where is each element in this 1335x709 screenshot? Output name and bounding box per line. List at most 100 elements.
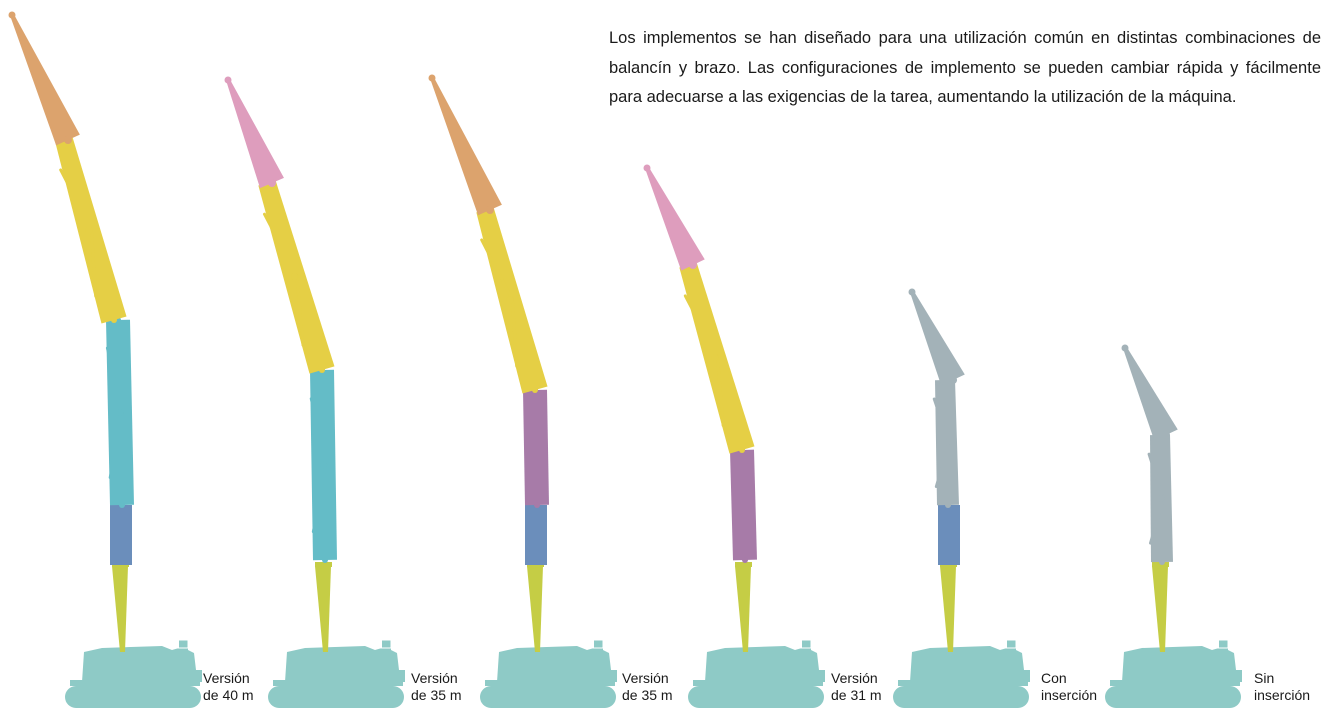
tool-arm [226, 79, 284, 189]
upper-boom-tie [59, 168, 93, 231]
crawler-track [65, 686, 201, 708]
intermediate-section-joint [322, 557, 328, 563]
upper-boom-tie [510, 297, 519, 368]
upper-boom-tie [683, 294, 719, 359]
config-label-3-line1: Versión [622, 670, 669, 686]
upper-carriage [285, 640, 405, 682]
intermediate-section-pin [116, 409, 124, 416]
config-label-3: Versión de 35 m [622, 670, 673, 704]
config-label-5-line1: Con [1041, 670, 1067, 686]
insert-section [938, 505, 960, 565]
cab-window [177, 639, 189, 649]
crawler-track [688, 686, 824, 708]
intermediate-section-tie [311, 463, 328, 534]
lower-boom [1152, 566, 1168, 652]
upper-boom-pin [291, 273, 298, 280]
upper-boom-pin [711, 354, 719, 361]
cab-window [800, 639, 812, 649]
machine-1 [8, 11, 202, 708]
intermediate-section-tie [309, 397, 328, 467]
config-label-2-line2: de 35 m [411, 687, 462, 703]
config-label-6-line1: Sin [1254, 670, 1275, 686]
stick-arm-joint [945, 502, 951, 508]
lower-boom [315, 566, 331, 652]
turntable-ring [898, 680, 1028, 686]
config-label-1-line2: de 40 m [203, 687, 254, 703]
upper-boom-pin [85, 226, 93, 234]
upper-boom-joint [111, 317, 117, 323]
lower-boom [527, 566, 543, 652]
tool-arm-tip [1121, 344, 1129, 352]
tool-arm [645, 167, 705, 271]
config-label-2-line1: Versión [411, 670, 458, 686]
intermediate-section-joint [534, 502, 540, 508]
intermediate-section-tie [108, 410, 124, 479]
turntable-ring [693, 680, 823, 686]
stick-arm-tie [1147, 452, 1165, 500]
config-label-5: Con inserción [1041, 670, 1097, 704]
upper-carriage [705, 640, 825, 682]
stick-arm-tie [932, 397, 951, 444]
upper-boom-pin [506, 296, 514, 304]
config-label-1-line1: Versión [203, 670, 250, 686]
lower-boom [735, 566, 751, 652]
config-label-6-line2: inserción [1254, 687, 1311, 703]
config-label-3-line2: de 35 m [622, 687, 673, 703]
tool-arm-joint [689, 261, 697, 269]
stick-arm-pin [943, 439, 950, 446]
tool-arm-tip [8, 11, 16, 19]
crawler-track [480, 686, 616, 708]
tool-arm-tip [428, 74, 436, 82]
upper-carriage [1122, 640, 1242, 682]
tool-arm-tip [224, 76, 232, 84]
upper-boom-joint [739, 447, 745, 453]
turntable-ring [273, 680, 403, 686]
cab-window [1217, 639, 1229, 649]
turntable-ring [485, 680, 615, 686]
boom-joint [1155, 563, 1161, 569]
upper-boom-joint [532, 387, 538, 393]
insert-section [110, 505, 132, 565]
upper-boom-tie [715, 355, 725, 427]
cab-window [1005, 639, 1017, 649]
upper-carriage [910, 640, 1030, 682]
machine-3 [428, 74, 617, 708]
intermediate-section [523, 389, 549, 506]
machine-4 [643, 164, 825, 708]
tool-arm-joint [268, 179, 276, 187]
upper-boom-tie [480, 238, 514, 301]
config-label-6: Sin inserción [1254, 670, 1310, 704]
config-label-4-line2: de 31 m [831, 687, 882, 703]
lower-boom [112, 566, 128, 652]
config-label-4: Versión de 31 m [831, 670, 882, 704]
intermediate-section-tie [105, 346, 124, 414]
intermediate-section-joint [119, 502, 125, 508]
intro-paragraph: Los implementos se han diseñado para una… [609, 29, 1321, 106]
tool-arm [430, 77, 502, 216]
machine-6 [1105, 344, 1242, 708]
tool-arm [10, 14, 80, 146]
tool-arm [1123, 347, 1178, 441]
tool-arm-joint [64, 136, 72, 144]
config-label-1: Versión de 40 m [203, 670, 254, 704]
crawler-track [1105, 686, 1241, 708]
upper-boom-tie [263, 212, 299, 278]
upper-carriage [82, 640, 202, 682]
stick-arm-pin [1157, 495, 1165, 502]
stick-arm-tie [934, 440, 951, 489]
stick-arm-joint [1159, 559, 1165, 565]
turntable-ring [70, 680, 200, 686]
tool-arm-tip [908, 288, 916, 296]
cab-window [380, 639, 392, 649]
stick-arm-tie [1149, 496, 1165, 545]
boom-joint [738, 563, 744, 569]
config-label-2: Versión de 35 m [411, 670, 462, 704]
crawler-track [893, 686, 1029, 708]
intermediate-section [730, 449, 757, 561]
upper-boom-joint [319, 367, 325, 373]
intermediate-section-joint [742, 557, 748, 563]
tool-arm-joint [1162, 431, 1170, 439]
intermediate-section-pin [320, 461, 327, 469]
config-label-5-line2: inserción [1041, 687, 1098, 703]
